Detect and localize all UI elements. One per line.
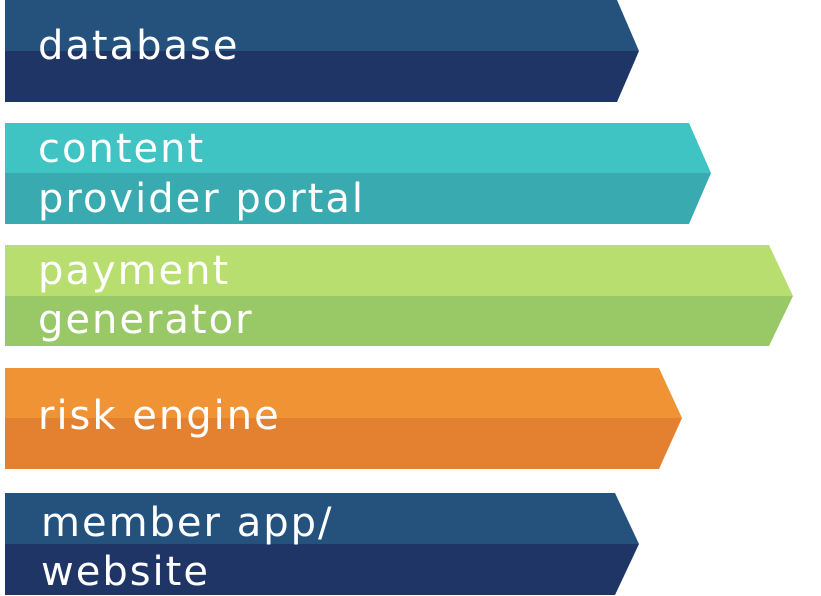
band-label-line-1: payment bbox=[38, 248, 231, 294]
arrow-band-member-app-website: member app/ website bbox=[5, 493, 641, 595]
arrow-shape bbox=[5, 123, 711, 224]
arrow-band-database: database bbox=[5, 0, 641, 102]
band-label: risk engine bbox=[38, 393, 281, 439]
arrow-band-payment-generator: payment generator bbox=[5, 245, 795, 346]
band-label-line-1: member app/ bbox=[41, 500, 334, 546]
band-label-line-1: content bbox=[38, 126, 206, 172]
arrow-shape bbox=[5, 245, 793, 346]
arrow-shape bbox=[5, 368, 682, 469]
arrow-shape bbox=[5, 493, 639, 595]
band-label-line-2: generator bbox=[38, 297, 254, 343]
band-label-line-2: website bbox=[41, 549, 210, 595]
arrow-band-risk-engine: risk engine bbox=[5, 368, 685, 469]
arrow-shape bbox=[5, 0, 639, 102]
band-label-line-2: provider portal bbox=[38, 176, 365, 222]
band-label: database bbox=[38, 23, 240, 69]
arrow-band-content-provider-portal: content provider portal bbox=[5, 123, 713, 224]
